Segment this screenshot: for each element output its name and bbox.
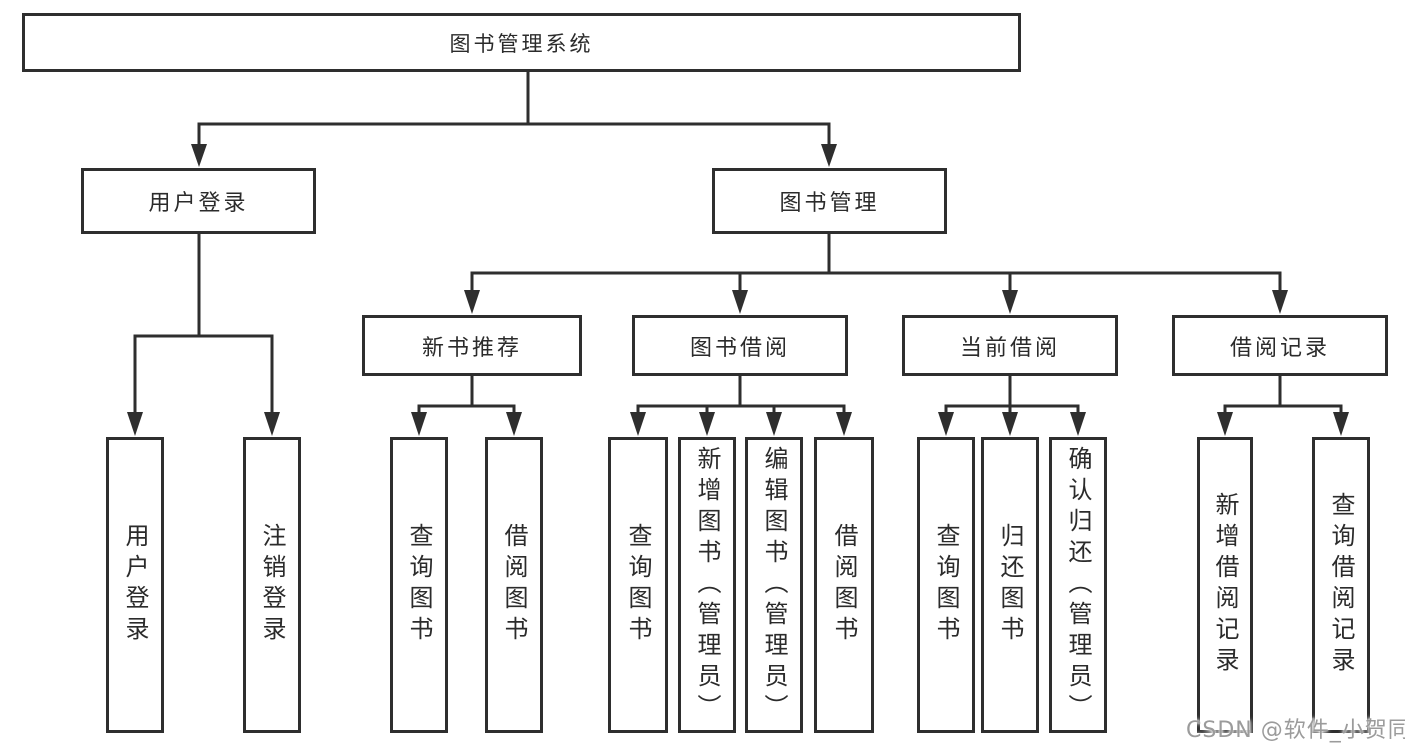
leaf-return-books-label: 归还图书 — [996, 523, 1024, 647]
leaf-add-books-admin: 新增图书（管理员） — [678, 437, 736, 733]
leaf-edit-books-admin: 编辑图书（管理员） — [745, 437, 803, 733]
node-current-borrow-label: 当前借阅 — [959, 335, 1060, 361]
node-book-borrow: 图书借阅 — [632, 315, 848, 376]
node-borrow-records-label: 借阅记录 — [1229, 335, 1330, 361]
leaf-add-books-admin-label: 新增图书（管理员） — [693, 445, 721, 725]
leaf-add-borrow-record: 新增借阅记录 — [1197, 437, 1253, 733]
leaf-borrow-books: 借阅图书 — [814, 437, 874, 733]
connector-book-management-children — [464, 232, 1288, 314]
connector-new-book-children — [411, 374, 522, 436]
leaf-newbook-borrow-books-label: 借阅图书 — [500, 523, 528, 647]
leaf-newbook-borrow-books: 借阅图书 — [485, 437, 543, 733]
node-root-label: 图书管理系统 — [449, 31, 594, 56]
connector-borrow-records-children — [1217, 374, 1349, 436]
node-borrow-records: 借阅记录 — [1172, 315, 1388, 376]
leaf-borrow-query-books: 查询图书 — [608, 437, 668, 733]
node-root: 图书管理系统 — [22, 13, 1021, 72]
leaf-confirm-return-admin-label: 确认归还（管理员） — [1064, 445, 1092, 725]
connector-root-to-level2 — [191, 70, 837, 167]
node-book-management: 图书管理 — [712, 168, 947, 234]
node-new-book-recommend: 新书推荐 — [362, 315, 582, 376]
leaf-logout-label: 注销登录 — [258, 523, 286, 647]
node-current-borrow: 当前借阅 — [902, 315, 1118, 376]
leaf-newbook-query-books: 查询图书 — [390, 437, 448, 733]
leaf-return-books: 归还图书 — [981, 437, 1039, 733]
leaf-edit-books-admin-label: 编辑图书（管理员） — [760, 445, 788, 725]
leaf-borrow-query-books-label: 查询图书 — [624, 523, 652, 647]
leaf-add-borrow-record-label: 新增借阅记录 — [1211, 492, 1239, 678]
leaf-borrow-books-label: 借阅图书 — [830, 523, 858, 647]
node-user-login-label: 用户登录 — [148, 191, 249, 216]
node-user-login: 用户登录 — [81, 168, 316, 234]
leaf-query-borrow-record: 查询借阅记录 — [1312, 437, 1370, 733]
connector-current-borrow-children — [938, 374, 1086, 436]
leaf-user-login: 用户登录 — [106, 437, 164, 733]
node-book-management-label: 图书管理 — [779, 191, 880, 216]
csdn-watermark: CSDN @软件_小贺同学 — [1186, 718, 1405, 743]
node-book-borrow-label: 图书借阅 — [689, 335, 790, 361]
leaf-logout: 注销登录 — [243, 437, 301, 733]
connector-book-borrow-children — [630, 374, 852, 436]
leaf-confirm-return-admin: 确认归还（管理员） — [1049, 437, 1107, 733]
leaf-current-query-books-label: 查询图书 — [932, 523, 960, 647]
leaf-current-query-books: 查询图书 — [917, 437, 975, 733]
leaf-user-login-label: 用户登录 — [121, 523, 149, 647]
connector-user-login-children — [127, 232, 280, 436]
node-new-book-recommend-label: 新书推荐 — [421, 335, 522, 361]
leaf-newbook-query-books-label: 查询图书 — [405, 523, 433, 647]
leaf-query-borrow-record-label: 查询借阅记录 — [1327, 492, 1355, 678]
